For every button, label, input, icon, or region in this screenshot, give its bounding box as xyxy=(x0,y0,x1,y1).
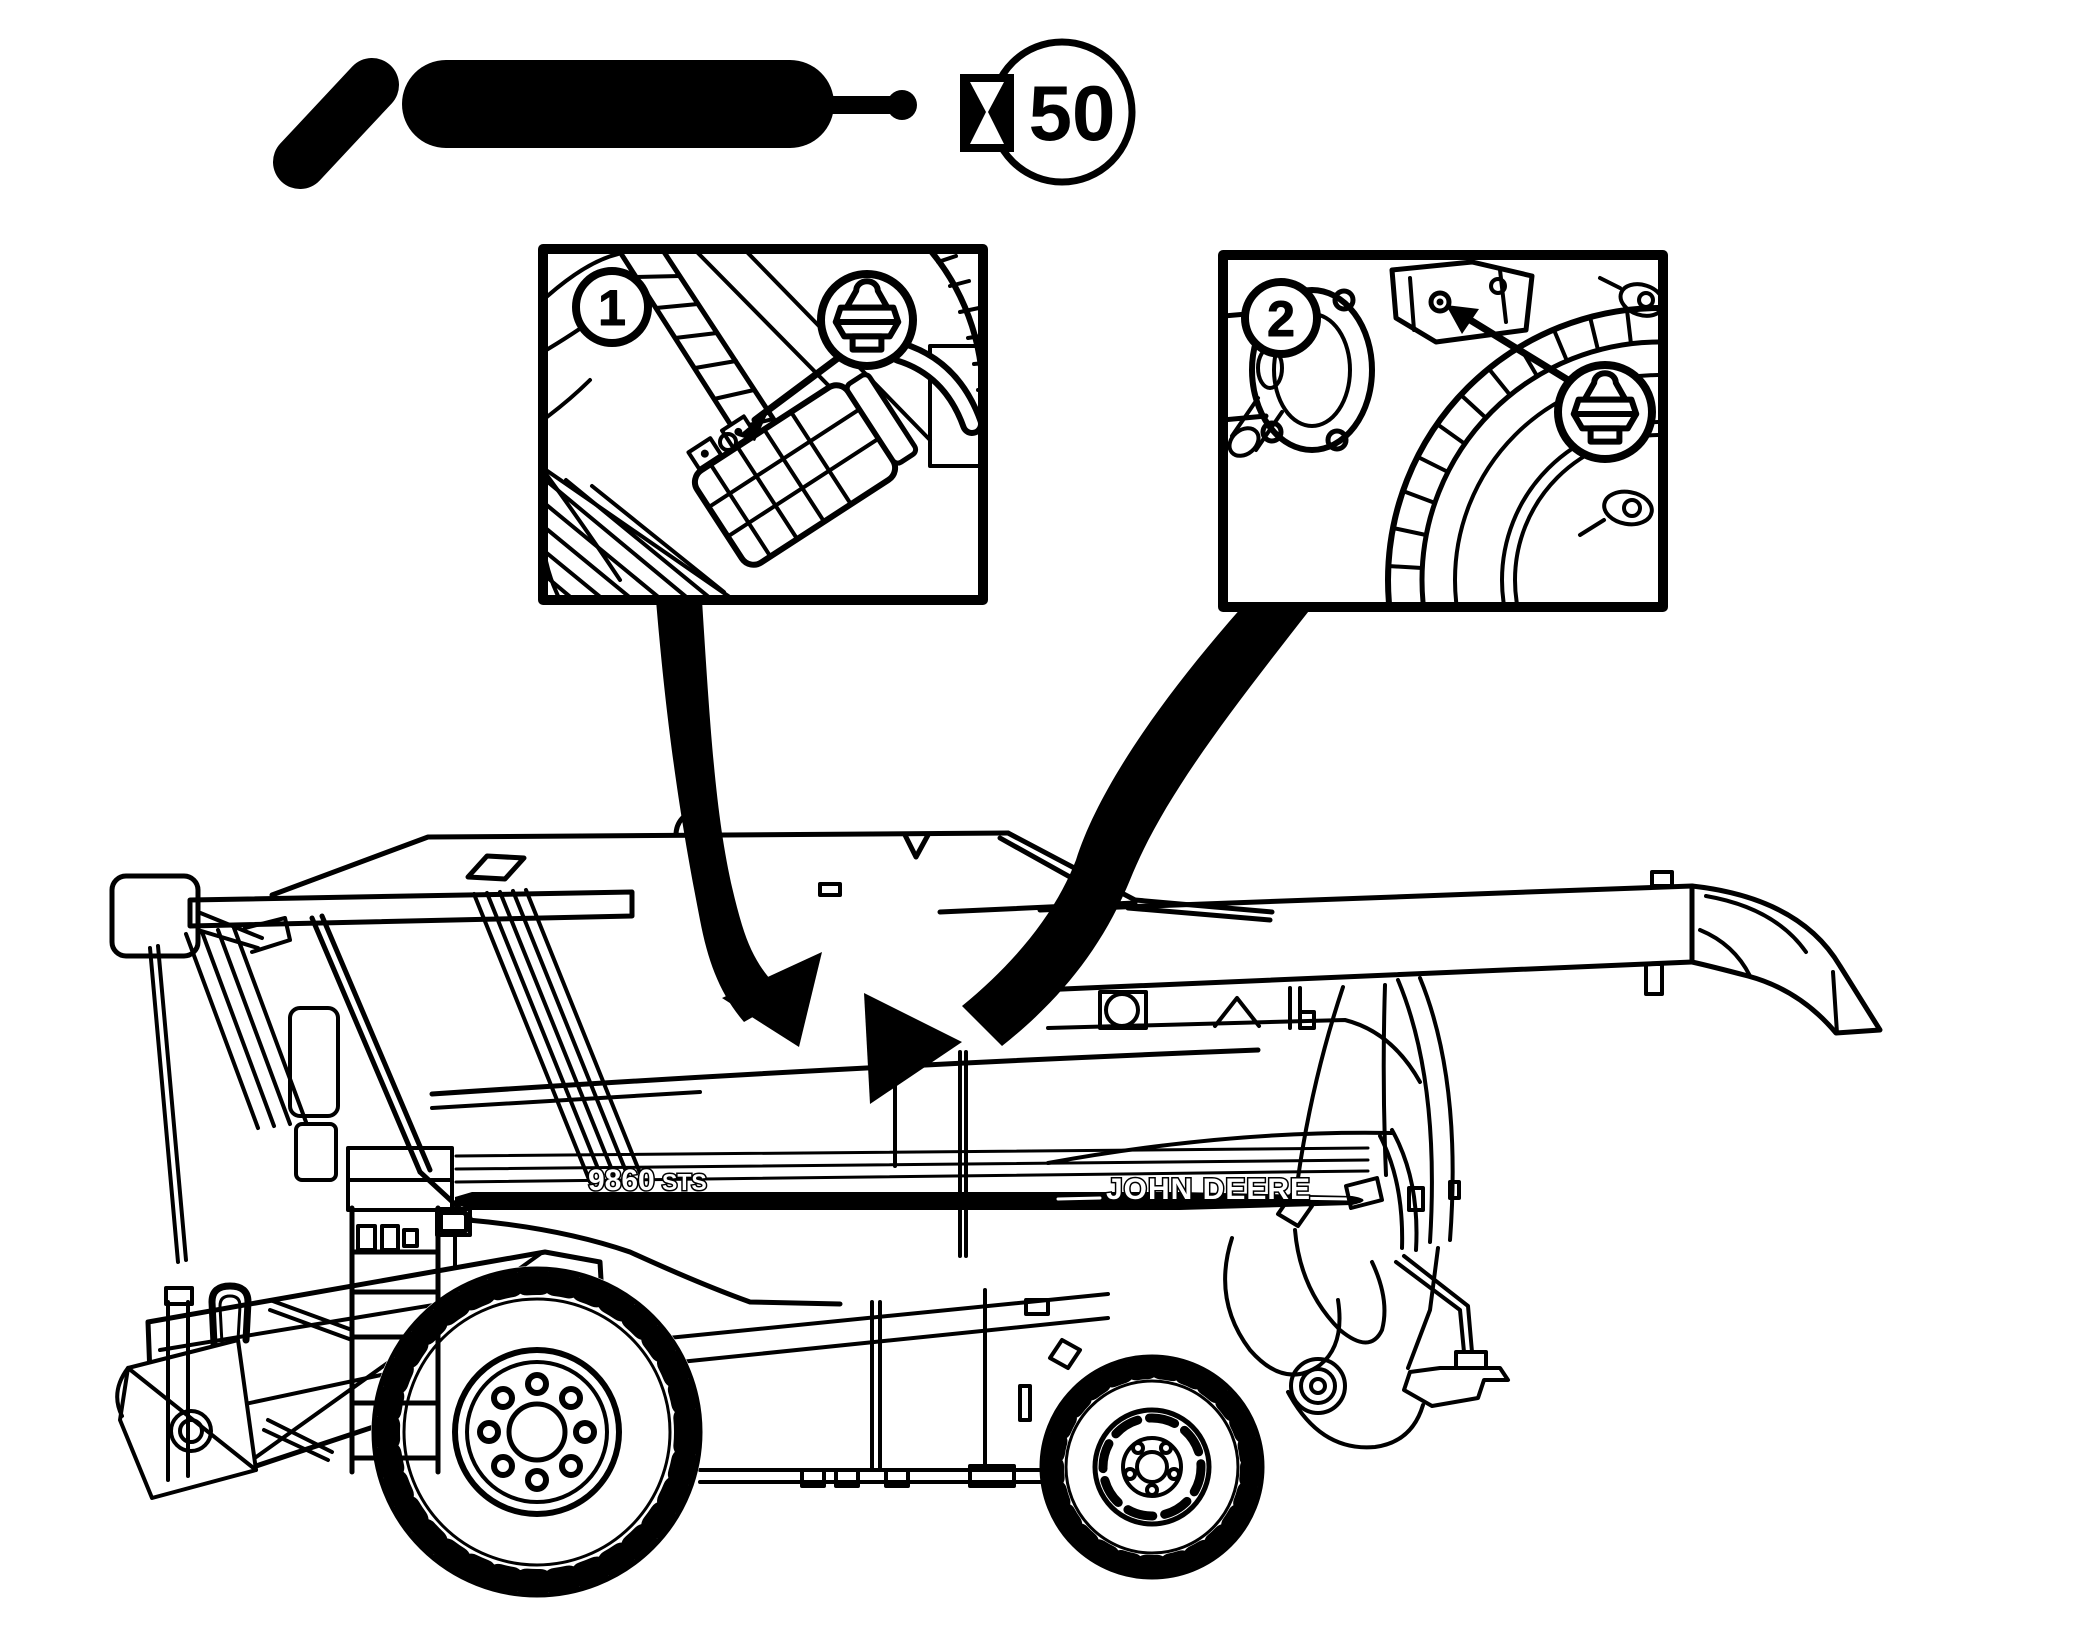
interval-value: 50 xyxy=(1029,69,1116,157)
pointer-line-1 xyxy=(751,348,850,424)
mount-bracket xyxy=(1389,260,1535,345)
lift-links xyxy=(262,1298,354,1462)
frame-rails xyxy=(666,1292,1110,1364)
hourglass-icon xyxy=(960,74,1014,152)
inset-frame-2 xyxy=(1218,250,1668,612)
leader-arrowhead-2 xyxy=(864,993,962,1104)
brand-decal: JOHN DEERE xyxy=(1106,1173,1311,1206)
grease-point-2 xyxy=(1428,290,1452,314)
model-number-text: 9860 xyxy=(588,1164,655,1197)
cab xyxy=(109,873,644,1264)
belt-drive-detail xyxy=(548,254,978,595)
pointer-line-2 xyxy=(1458,311,1572,384)
operator-platform xyxy=(346,1146,454,1252)
rear-cowl xyxy=(1296,976,1461,1252)
handrail-slats xyxy=(148,926,308,1264)
inset-detail-1: 1 xyxy=(538,244,988,605)
panel-seam xyxy=(958,1050,968,1258)
auger-spout xyxy=(1689,883,1883,1036)
callout-circle-1 xyxy=(572,267,652,347)
rear-small-details xyxy=(1018,1176,1384,1422)
gear-drive-detail xyxy=(1228,260,1658,602)
leader-arrow-2 xyxy=(962,607,1312,1046)
inset-number-2: 2 xyxy=(1267,291,1295,347)
rear-tire-lugs xyxy=(1042,1357,1262,1577)
inset-detail-2: 2 xyxy=(1218,250,1668,612)
unloading-auger xyxy=(1037,870,1883,1036)
leader-arrows xyxy=(656,600,1312,1104)
front-wheel xyxy=(371,1266,703,1598)
rear-wheel-bolts xyxy=(1123,1441,1181,1497)
grab-handle xyxy=(208,1282,252,1348)
leader-arrowhead-1 xyxy=(722,952,822,1047)
model-decal: 9860 STS xyxy=(587,1163,709,1199)
grease-point-1 xyxy=(718,432,738,452)
tank-front-slats xyxy=(472,888,644,1184)
pointer-head-2 xyxy=(1446,305,1479,334)
windshield-pillar xyxy=(309,913,433,1175)
gear-teeth xyxy=(1386,308,1633,570)
body-side xyxy=(429,976,1461,1488)
front-tire-lugs xyxy=(374,1269,700,1595)
callout-circle-2 xyxy=(1241,278,1321,358)
front-wheel-bolts xyxy=(477,1372,597,1492)
grease-gun-icon xyxy=(273,58,917,189)
fender xyxy=(465,1217,843,1307)
combine-illustration xyxy=(109,809,1883,1598)
model-series-text: STS xyxy=(662,1169,707,1195)
grain-tank-roof xyxy=(269,809,1275,923)
decal-stripe xyxy=(454,1146,1370,1210)
frame-bottom xyxy=(698,1464,1058,1488)
inset-frame-1 xyxy=(538,244,988,605)
pointer-head-1 xyxy=(738,410,769,441)
mirror xyxy=(109,873,292,959)
mount-lugs xyxy=(1578,276,1658,537)
cab-window xyxy=(288,1006,340,1118)
ladder xyxy=(349,1205,441,1475)
rear-wheel xyxy=(1039,1354,1265,1580)
header-bracket xyxy=(115,1286,258,1500)
drive-hub xyxy=(686,372,919,568)
leader-arrow-1 xyxy=(656,600,788,1022)
rear-axle-and-spreader xyxy=(1223,1228,1510,1450)
engine-deck-details xyxy=(1098,986,1316,1030)
inset-number-1: 1 xyxy=(598,280,626,336)
legend: 50 xyxy=(273,38,1136,189)
